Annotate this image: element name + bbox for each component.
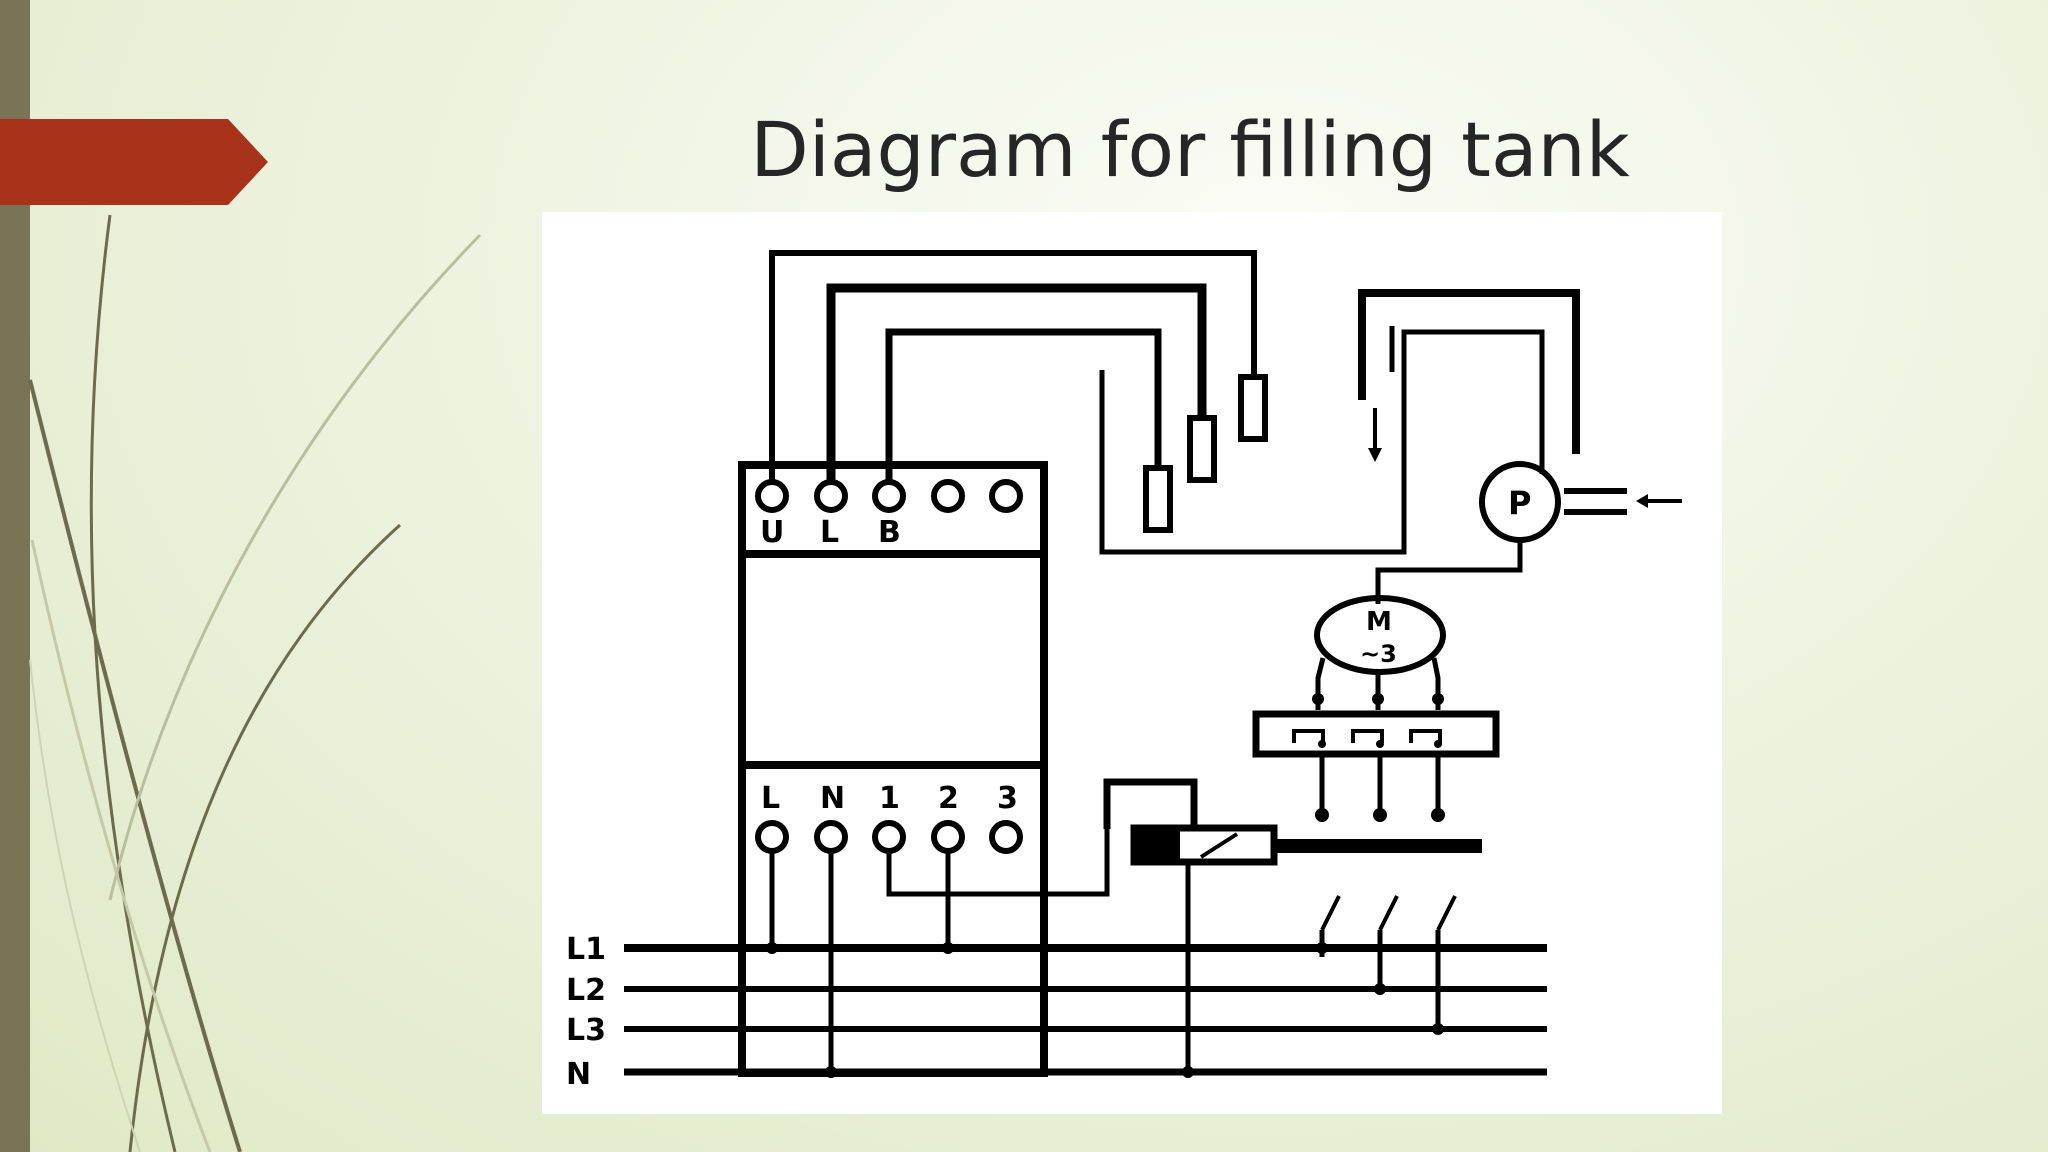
terminal-top-5 [989, 479, 1023, 513]
electrode-short [1143, 465, 1173, 533]
title-accent-arrow [0, 119, 268, 205]
label-bus-N: N [566, 1057, 591, 1092]
label-pressure-switch: P [1508, 484, 1531, 522]
wire-electrode-B [885, 328, 1162, 482]
electrode-long [1238, 374, 1268, 442]
label-motor: M [1366, 607, 1392, 637]
flow-arrow-head [1368, 448, 1382, 462]
label-top-L: L [820, 515, 839, 550]
label-bus-L3: L3 [566, 1013, 606, 1048]
label-bottom-N: N [820, 781, 845, 816]
terminal-top-4 [931, 479, 965, 513]
terminal-bottom-1 [872, 820, 906, 854]
pipe-inner [1358, 289, 1580, 454]
inlet-arrow-head [1636, 494, 1648, 508]
label-bottom-3: 3 [997, 781, 1018, 816]
label-bus-L2: L2 [566, 973, 606, 1008]
terminal-bottom-3 [989, 820, 1023, 854]
label-top-U: U [760, 515, 784, 550]
wire-pressure-motor [1375, 540, 1523, 604]
electrode-mid [1187, 415, 1217, 483]
overload-relay [1252, 710, 1500, 758]
wire-term1-coil [886, 829, 1110, 897]
wire-coil-top [1103, 778, 1198, 829]
terminal-top-U [755, 479, 789, 513]
terminal-top-B [872, 479, 906, 513]
wire-electrode-L [826, 283, 1207, 482]
label-bottom-1: 1 [879, 781, 900, 816]
label-top-B: B [878, 515, 901, 550]
wiring-diagram-svg: U L B L N 1 2 3 M ~3 P L1 L2 L3 N [566, 250, 1682, 1092]
terminal-bottom-N [814, 820, 848, 854]
terminal-top-L [814, 479, 848, 513]
label-bottom-L: L [761, 781, 780, 816]
wiring-diagram: U L B L N 1 2 3 M ~3 P L1 L2 L3 N [542, 212, 1722, 1114]
label-bottom-2: 2 [938, 781, 959, 816]
wire-electrode-U [769, 250, 1257, 482]
label-motor-phase: ~3 [1360, 640, 1397, 668]
terminal-bottom-L [755, 820, 789, 854]
pipe-tank [1099, 329, 1545, 555]
terminal-bottom-2 [931, 820, 965, 854]
label-bus-L1: L1 [566, 932, 606, 967]
slide-title: Diagram for filling tank [750, 105, 1630, 194]
